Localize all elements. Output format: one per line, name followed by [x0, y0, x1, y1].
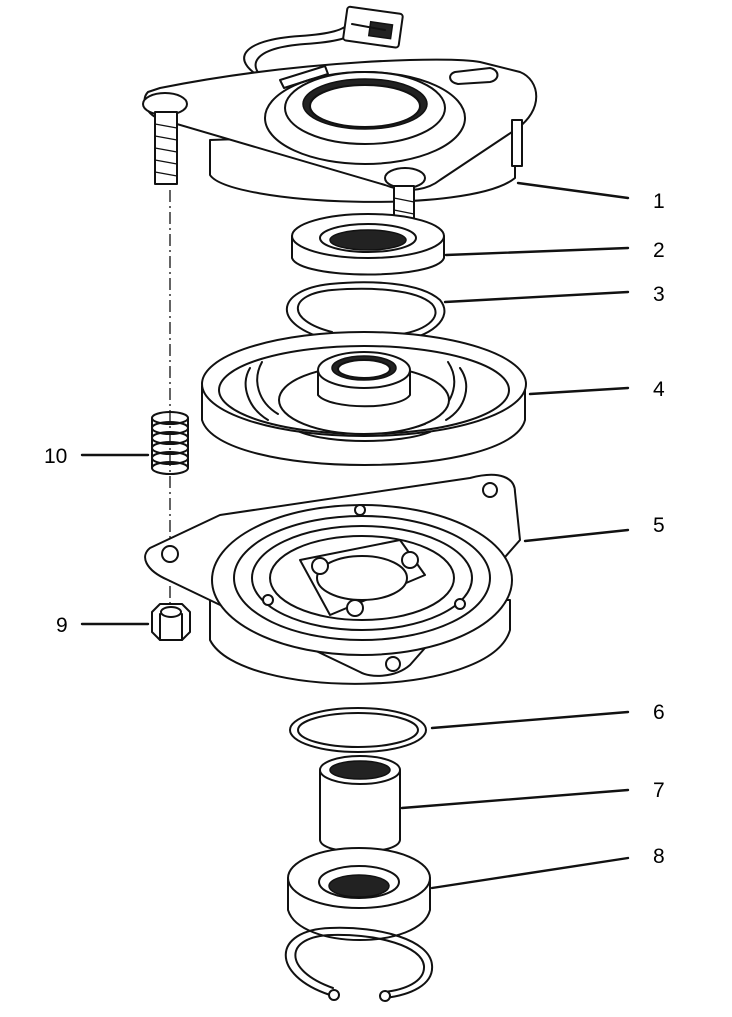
part-6-ring	[289, 707, 427, 753]
callout-7: 7	[653, 779, 665, 802]
callout-8: 8	[653, 845, 665, 868]
part-2-bearing	[291, 213, 445, 276]
mounting-slot	[449, 67, 499, 85]
part-7-spacer	[319, 755, 401, 853]
leader-1	[516, 181, 630, 200]
part-5-armature-plate	[144, 473, 521, 685]
callout-4: 4	[653, 378, 665, 401]
callout-6: 6	[653, 701, 665, 724]
callout-1: 1	[653, 190, 665, 213]
bottom-snap-ring	[284, 926, 434, 1002]
callout-9: 9	[56, 614, 68, 637]
callout-2: 2	[653, 239, 665, 262]
leader-4	[528, 386, 630, 396]
callout-5: 5	[653, 514, 665, 537]
leader-3	[443, 290, 630, 304]
callout-10: 10	[44, 445, 67, 468]
leader-8	[430, 856, 630, 890]
part-10-spring	[151, 411, 189, 475]
part-4-rotor	[201, 331, 527, 466]
leader-5	[523, 528, 630, 543]
part-9-nut	[151, 603, 191, 641]
leader-6	[430, 710, 630, 730]
part-8-bearing	[287, 847, 431, 941]
lead-wire	[243, 21, 351, 79]
part-1-field-coil	[142, 5, 538, 267]
leader-7	[400, 788, 630, 810]
callout-3: 3	[653, 283, 665, 306]
leader-2	[444, 246, 630, 257]
